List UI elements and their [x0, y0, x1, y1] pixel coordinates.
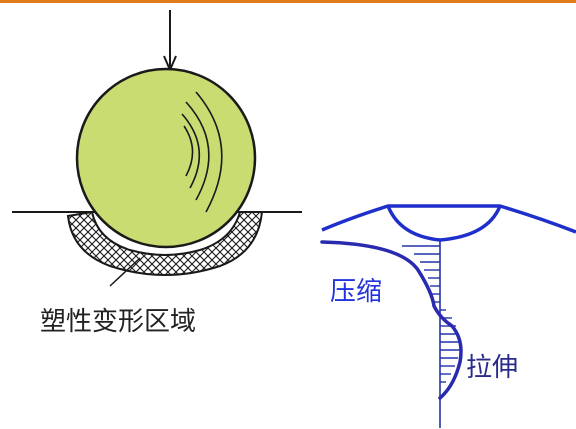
- ball-shading-arcs: [181, 91, 223, 213]
- stress-hatch-lines: [402, 245, 460, 383]
- down-arrow-icon: [163, 10, 177, 73]
- compression-label: 压缩: [330, 277, 382, 307]
- plastic-zone-region: [66, 210, 264, 276]
- slide-top-bar: [0, 0, 576, 3]
- plastic-zone-leader: [109, 257, 141, 287]
- tension-label: 拉伸: [466, 353, 518, 383]
- indent-cap: [386, 205, 502, 242]
- spherical-indenter: [75, 67, 257, 249]
- left-indentation-figure: [12, 10, 302, 287]
- stress-hatched-area: [322, 242, 463, 404]
- plastic-zone-label: 塑性变形区域: [40, 307, 196, 337]
- right-stress-figure: [320, 204, 576, 428]
- stress-curve: [320, 240, 463, 400]
- deformed-surface: [321, 204, 576, 234]
